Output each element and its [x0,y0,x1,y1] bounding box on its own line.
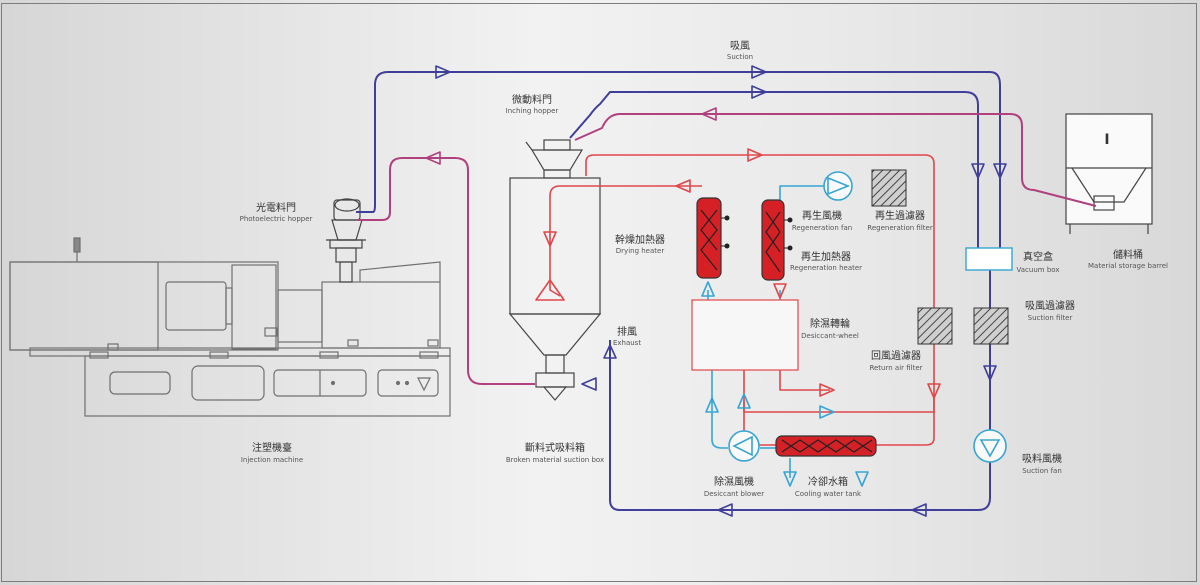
label-inching-hopper-en: Inching hopper [506,107,559,115]
label-suction-filter-en: Suction filter [1028,314,1073,322]
label-broken-box-en: Broken material suction box [506,456,604,464]
arrow-hot-4 [535,279,565,301]
arrow-suction-1 [435,65,451,79]
label-regen-fan-zh: 再生風機 [802,209,842,222]
label-exhaust-zh: 排風 [617,325,637,338]
label-storage-zh: 儲料桶 [1113,248,1143,261]
arrow-exhaust-up [603,344,617,359]
material-storage-barrel [1065,113,1153,234]
label-suction-zh: 吸風 [730,40,750,52]
arrow-regen-4 [737,393,751,409]
arrow-return-2 [717,503,733,517]
arrow-suction-5 [993,163,1007,179]
flow-arrows [425,65,1007,517]
arrow-hot-5 [927,383,941,399]
regen-lines [707,185,825,478]
label-cooling-tank-en: Cooling water tank [795,490,862,498]
drying-hopper [508,139,602,401]
arrow-suction-2 [751,65,767,79]
label-photo-hopper-zh: 光電料門 [256,201,296,214]
label-injection-en: Injection machine [241,456,303,464]
arrow-hot-3 [543,231,557,247]
regeneration-fan [823,171,853,201]
arrow-to-box [581,377,597,391]
label-desiccant-wheel-zh: 除濕轉輪 [810,317,850,330]
material-lines [358,113,1097,385]
arrow-regen-1 [701,281,715,297]
label-drying-heater-zh: 幹燥加熱器 [615,233,665,246]
label-suction-fan-zh: 吸料風機 [1022,452,1062,465]
label-inching-hopper-zh: 微動料門 [512,93,552,106]
return-air-filter [917,307,953,345]
arrow-hot-1 [747,148,763,162]
cooling-water-tank [775,435,877,457]
arrow-suction-6 [983,365,997,381]
label-exhaust-en: Exhaust [613,339,641,347]
arrow-suction-3 [751,85,767,99]
storage-mark: I [1104,132,1109,148]
arrow-suction-4 [971,163,985,179]
suction-fan [973,429,1007,463]
arrow-hot-7 [819,405,835,419]
label-regen-heater-zh: 再生加熱器 [801,250,851,263]
label-regen-filter-en: Regeneration filter [867,224,933,232]
label-regen-heater-en: Regeneration heater [790,264,862,272]
desiccant-blower [728,430,760,462]
label-desiccant-blower-zh: 除濕風機 [714,475,754,488]
label-suction-filter-zh: 吸風過濾器 [1025,299,1075,312]
regeneration-heater [761,199,793,281]
vacuum-box [965,247,1013,271]
label-drying-heater-en: Drying heater [616,247,665,255]
label-regen-filter-zh: 再生過濾器 [875,209,925,222]
label-return-filter-en: Return air filter [869,364,922,372]
arrow-material-1 [425,151,441,165]
label-regen-fan-en: Regeneration fan [792,224,852,232]
label-vacuum-box-en: Vacuum box [1017,266,1060,274]
arrow-hot-6 [819,383,835,397]
arrow-cool-1 [783,471,797,487]
label-cooling-tank-zh: 冷卻水箱 [808,475,848,488]
label-return-filter-zh: 回風過濾器 [871,349,921,362]
label-desiccant-wheel-en: Desiccant-wheel [801,332,859,340]
suction-lines [356,71,1001,511]
suction-filter [973,307,1009,345]
arrow-cool-2 [855,471,869,487]
labels: 吸風 Suction 微動料門 Inching hopper 光電料門 Phot… [240,40,1168,498]
arrow-return-1 [911,503,927,517]
injection-machine [9,237,451,417]
label-vacuum-box-zh: 真空盒 [1023,250,1053,263]
drying-heater [696,197,730,279]
label-desiccant-blower-en: Desiccant blower [704,490,764,498]
label-injection-zh: 注塑機臺 [252,441,292,454]
desiccant-wheel [691,299,799,371]
label-storage-en: Material storage barrel [1088,262,1168,270]
photoelectric-hopper [326,198,366,283]
arrow-hot-2 [675,179,691,193]
arrow-regen-2 [773,283,787,299]
label-photo-hopper-en: Photoelectric hopper [240,215,313,223]
label-suction-fan-en: Suction fan [1022,467,1062,475]
label-broken-box-zh: 斷料式吸料箱 [525,441,585,454]
arrow-regen-3 [705,397,719,413]
label-suction-en: Suction [727,53,753,61]
regeneration-filter [871,169,907,207]
arrow-material-2 [701,107,717,121]
